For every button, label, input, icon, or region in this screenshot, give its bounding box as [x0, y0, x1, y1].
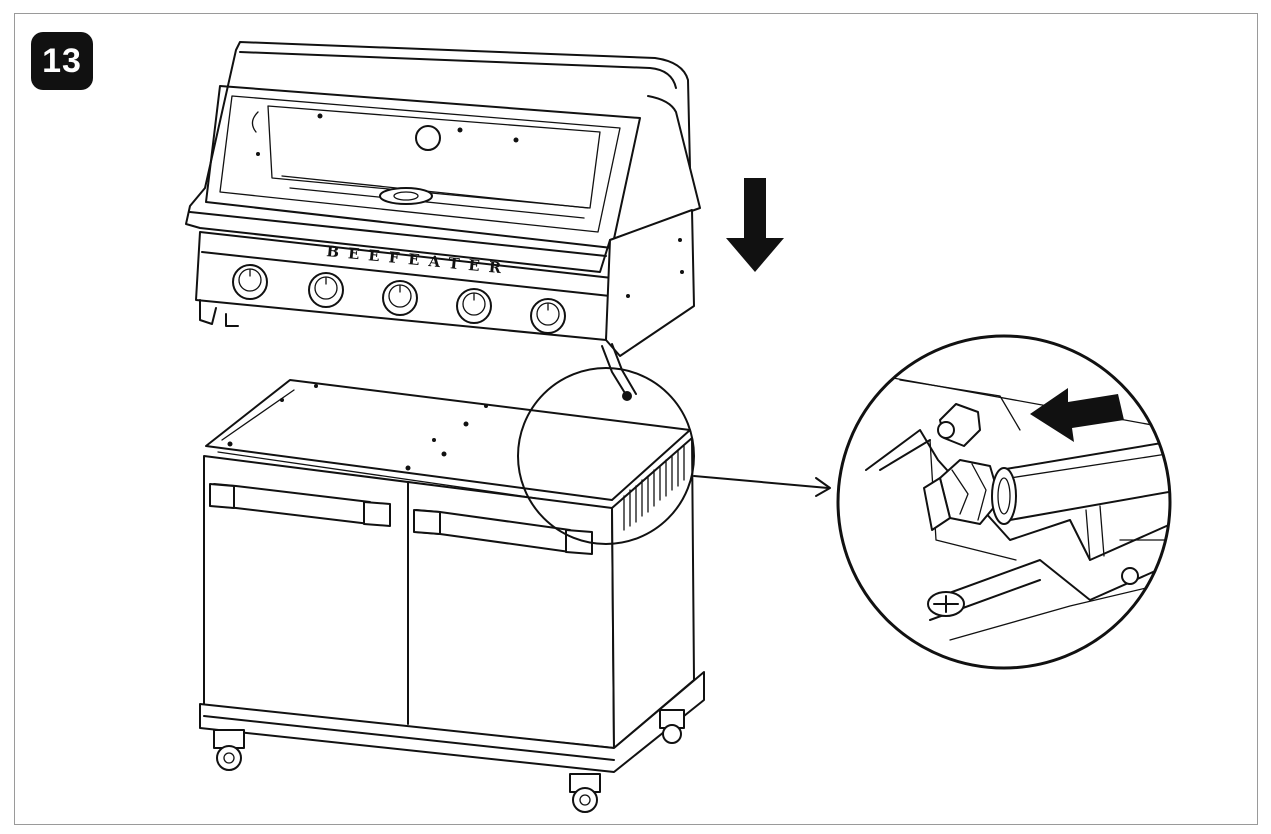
- detail-zoom: [836, 334, 1172, 670]
- detail-zoom-circle: [836, 334, 1172, 670]
- callout-pointer: [693, 475, 831, 497]
- knob-5: [530, 298, 566, 334]
- burner-box-side: [605, 209, 695, 357]
- mounting-nut: [937, 403, 981, 447]
- arrow-down-icon: [726, 178, 784, 272]
- hood-top-rim: [239, 51, 677, 89]
- castor-front-left: [213, 729, 245, 771]
- cart-base: [199, 671, 705, 773]
- side-vents: [623, 445, 685, 531]
- knob-4: [456, 288, 492, 324]
- viewing-window-glass: [219, 95, 621, 233]
- detail-source-circle: [517, 367, 695, 545]
- bbq-head: BEEFEATER: [185, 41, 701, 401]
- arrow-left-icon: [1030, 388, 1124, 442]
- step-number-badge: 13: [31, 32, 93, 90]
- diagram-frame: [14, 13, 1258, 825]
- castor-front-right: [569, 773, 601, 813]
- castor-back-right: [659, 709, 685, 744]
- gas-hose: [999, 439, 1170, 521]
- rotisserie-bracket: [379, 187, 433, 205]
- hood-interior: [267, 105, 601, 209]
- hood-lower-lip: [189, 211, 607, 257]
- hood-side-face: [647, 95, 691, 169]
- gas-inlet-pipe: [601, 345, 629, 399]
- control-knobs: [232, 264, 566, 334]
- knob-3: [382, 280, 418, 316]
- panel-screw: [927, 591, 965, 617]
- hood-thermometer: [415, 125, 441, 151]
- trolley-cart: [199, 379, 705, 813]
- hose-fitting: [923, 459, 1017, 531]
- knob-2: [308, 272, 344, 308]
- knob-1: [232, 264, 268, 300]
